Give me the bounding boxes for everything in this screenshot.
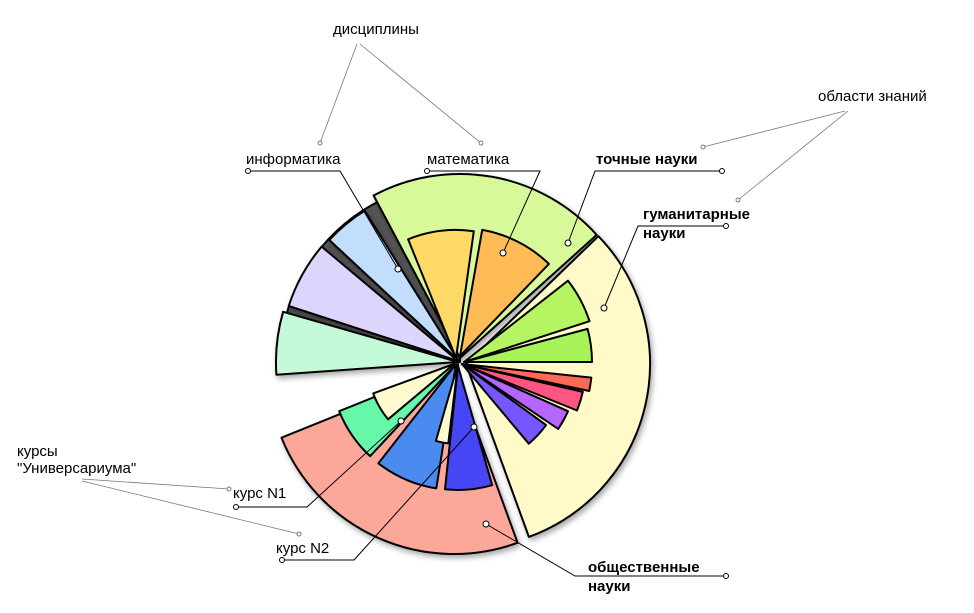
dot-mathematics-label: [424, 168, 430, 174]
label-courses-line2: "Универсариума": [17, 460, 136, 477]
label-humanities-line2: науки: [643, 225, 685, 242]
segment-green-1: [463, 279, 591, 363]
leader-areas-humanities: [737, 110, 849, 201]
label-disciplines: дисциплины: [333, 21, 419, 38]
dot-disciplines-mathematics: [478, 140, 484, 146]
dot-informatics-label: [245, 168, 251, 174]
leader-humanities: [603, 225, 726, 309]
dot-courses-n2: [296, 531, 302, 537]
dot-course-n2-segment: [470, 423, 478, 431]
label-course-n2: курс N2: [276, 540, 329, 557]
leader-mathematics: [427, 170, 541, 254]
pie-segments: [274, 172, 651, 556]
leader-social-sciences: [485, 523, 726, 577]
dot-informatics-segment: [394, 265, 402, 273]
label-exact-sciences: точные науки: [596, 151, 698, 168]
dot-course-n1-label: [233, 504, 239, 510]
segment-indigo: [461, 363, 548, 445]
segment-course-1: [372, 363, 455, 421]
segment-mathematics: [459, 228, 550, 357]
dot-areas-exact: [700, 144, 706, 150]
segment-purple: [461, 363, 569, 430]
leader-course-n2: [282, 426, 475, 561]
label-course-n1: курс N1: [233, 485, 286, 502]
label-informatics: информатика: [246, 151, 341, 168]
segment-informatics: [407, 228, 475, 359]
dot-exact-sciences-segment: [564, 239, 572, 247]
label-humanities-line1: гуманитарные: [643, 206, 750, 223]
segment-royal-blue: [377, 363, 457, 490]
label-social-line2: науки: [588, 578, 630, 595]
dot-course-n1-segment: [397, 417, 405, 425]
segment-blue: [444, 365, 494, 491]
segment-lavender: [287, 245, 459, 362]
leader-course-n1: [236, 420, 402, 508]
leader-disciplines-informatics: [319, 43, 358, 144]
label-courses-line1: курсы: [17, 443, 58, 460]
dot-course-n2-label: [279, 557, 285, 563]
label-mathematics: математика: [427, 151, 510, 168]
leader-courses-n2: [81, 480, 300, 535]
label-knowledge-areas: области знаний: [818, 88, 927, 105]
dot-humanities-segment: [600, 304, 608, 312]
dot-areas-humanities: [735, 197, 741, 203]
dot-social-sciences-label: [723, 573, 729, 579]
dot-disciplines-informatics: [317, 140, 323, 146]
dot-exact-sciences-label: [719, 168, 725, 174]
dot-courses-n1: [226, 486, 232, 492]
label-social-line1: общественные: [588, 559, 700, 576]
dot-social-sciences-segment: [482, 520, 490, 528]
segment-pink: [461, 363, 584, 412]
leader-informatics: [248, 170, 399, 270]
leader-areas-exact: [702, 110, 846, 148]
leader-exact-sciences: [567, 170, 722, 244]
leader-lines: [81, 43, 849, 579]
segment-mint: [274, 310, 459, 376]
dot-humanities-label: [723, 223, 729, 229]
labels: дисциплины информатика математика област…: [17, 21, 927, 595]
dot-mathematics-segment: [499, 249, 507, 257]
segment-course-2: [434, 363, 459, 445]
leader-courses-n1: [81, 478, 230, 490]
leader-disciplines-mathematics: [359, 43, 482, 144]
segment-light-blue: [328, 209, 459, 361]
segment-green-2: [463, 327, 593, 363]
